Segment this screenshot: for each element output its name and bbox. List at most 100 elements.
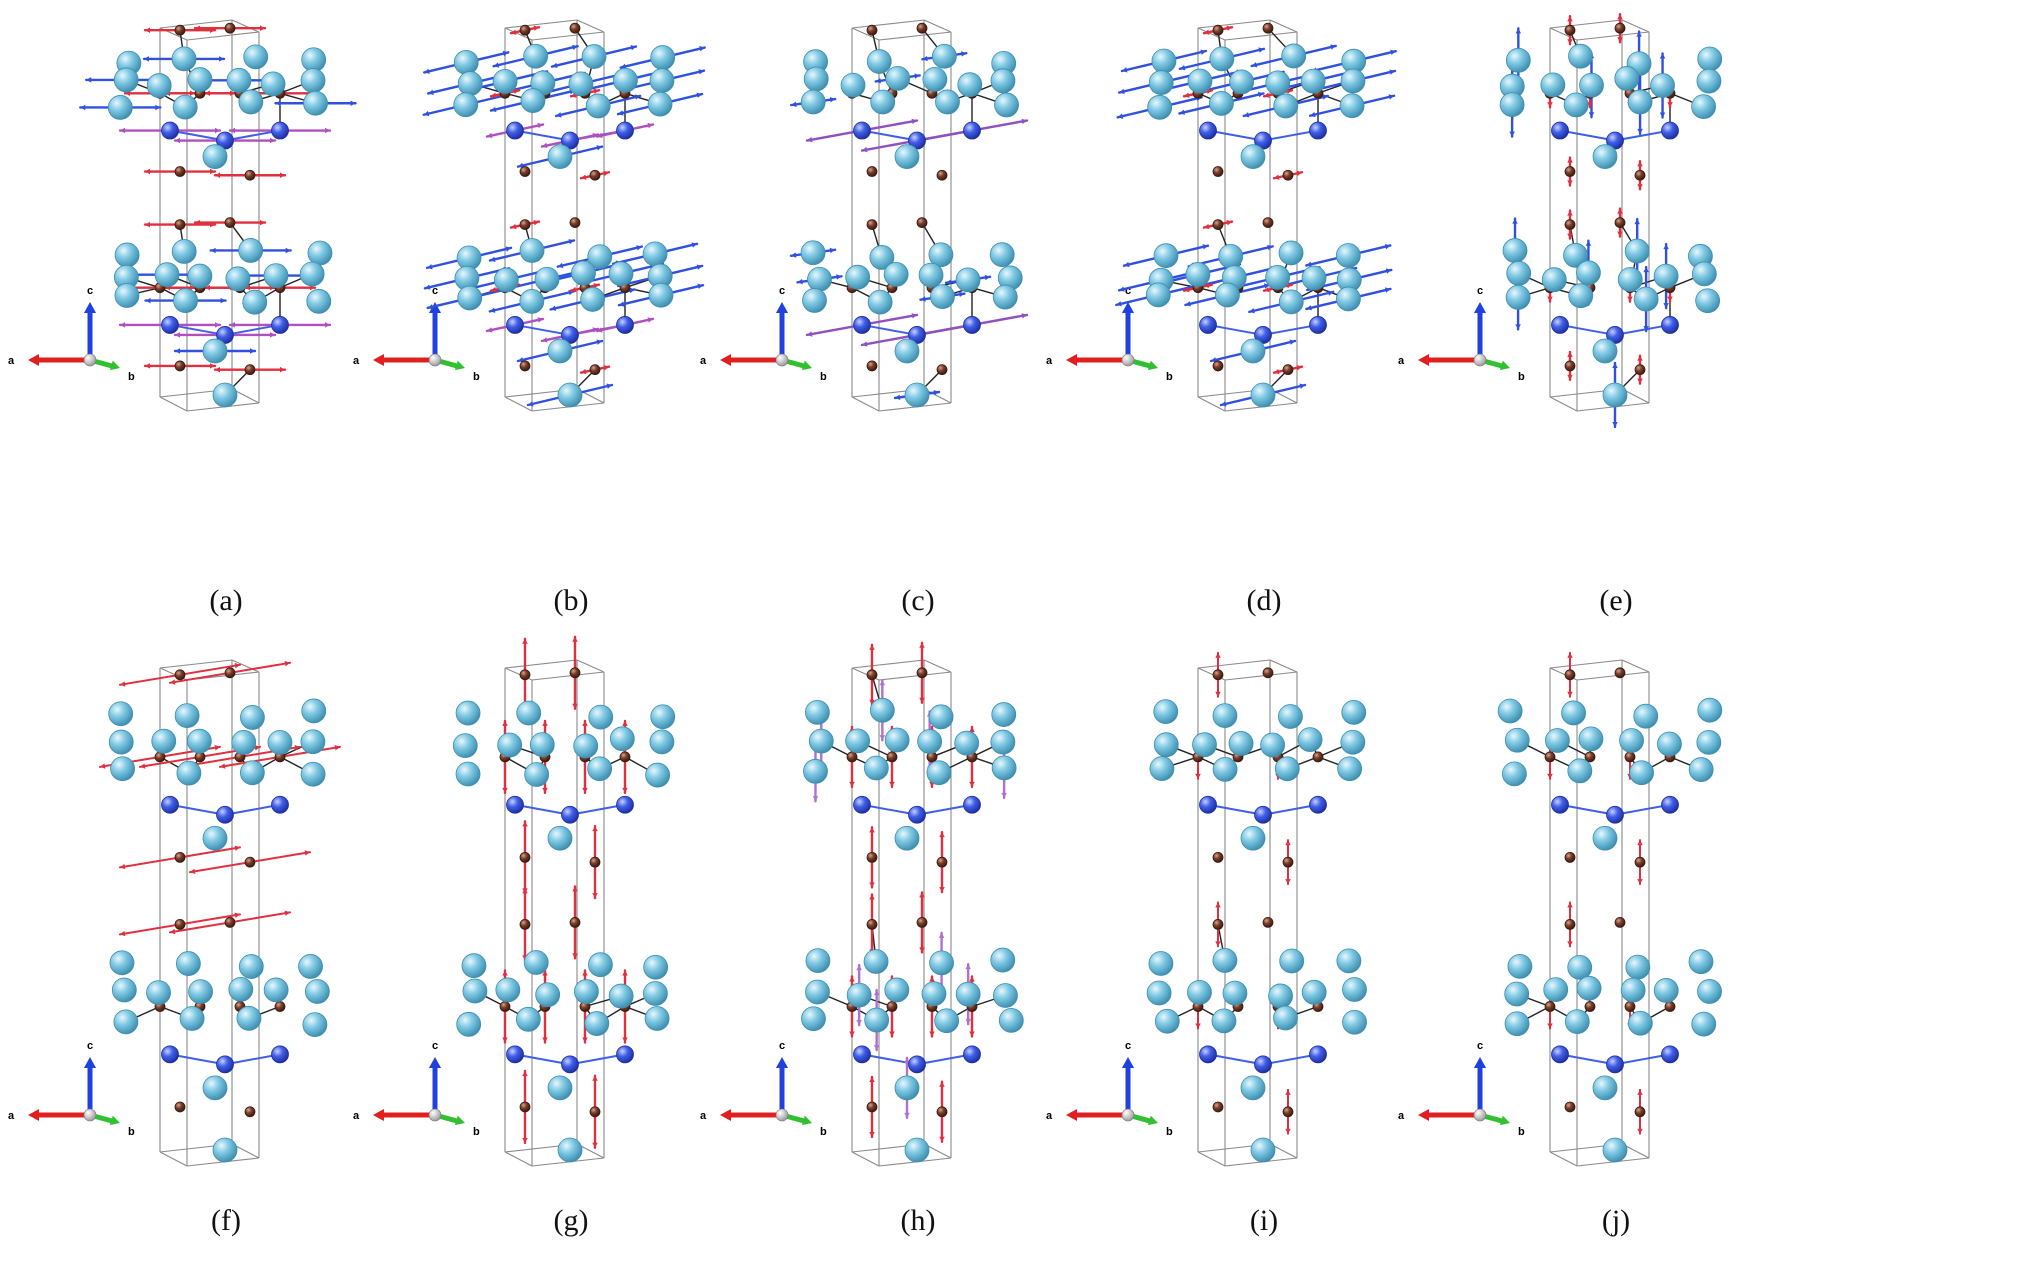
small-atom [1624,1001,1636,1012]
vector-arrowhead [542,337,548,343]
vector-arrowhead [849,781,855,787]
panels-layer: acb(a)acb(b)acb(c)acb(d)acb(e)acb(f)acb(… [8,12,1723,1237]
large-atom [547,825,573,851]
large-atom [990,729,1016,755]
axis-a-arrowhead [1066,1108,1077,1122]
vector-arrowhead [502,720,508,726]
vector-arrowhead [807,136,813,143]
panel-label-d: (d) [1247,584,1282,617]
vector-arrowhead [280,172,285,178]
bond [861,803,918,816]
vector-arrowhead [1124,261,1130,268]
medium-atom [1254,1055,1272,1074]
vector-arrowhead [502,1037,508,1043]
medium-atom [616,1045,634,1064]
axis-origin [775,353,789,367]
small-atom [1584,1001,1596,1012]
bond [1207,803,1264,816]
vector-arrowhead [592,893,598,899]
large-atom [650,704,676,730]
bond [169,323,226,336]
medium-atom [1551,795,1569,814]
bond [1262,129,1319,142]
large-atom [864,1007,890,1033]
large-atom [1153,732,1179,758]
axis-origin [83,353,97,367]
axis-a-arrowhead [1418,353,1429,367]
large-atom [515,1006,541,1032]
vector-arrowhead [234,662,240,669]
large-atom [1579,72,1604,98]
large-atom [1240,144,1266,170]
small-atom [619,751,631,763]
vector-arrowhead [1567,652,1573,658]
large-atom [212,382,238,408]
bond [514,323,571,336]
large-atom [1653,978,1679,1003]
vector-arrowhead [699,46,705,52]
small-atom [1282,364,1294,376]
small-atom [174,360,186,372]
bond [514,129,571,142]
large-atom [529,732,555,757]
small-atom [1564,24,1576,36]
bonds [474,738,658,1066]
bond [1262,1053,1319,1066]
vector-arrowhead [190,868,196,875]
vector-arrowhead [622,720,628,726]
small-atom [1634,856,1646,868]
large-atom [845,264,871,290]
small-atom [936,364,948,376]
vector-arrowhead [582,720,588,726]
vector-arrowhead [869,894,875,900]
cell-edge [1549,659,1623,669]
vector-arrowhead [522,638,528,644]
vector-arrowhead [1384,287,1391,293]
large-atom [922,66,948,92]
cell-edge [1197,27,1226,41]
small-atom [174,919,186,930]
small-atom [936,1106,948,1118]
vector-arrowhead [873,1045,880,1051]
large-atom [306,288,332,314]
vector-arrowhead [170,928,176,935]
vector-arrowhead [234,845,240,851]
vector-arrowhead [862,146,868,153]
vector-arrowhead [1184,92,1190,98]
small-atom [519,669,531,681]
vector-arrowhead [581,368,587,375]
large-atom [172,94,198,120]
panel-e: acb(e) [1398,12,1723,617]
large-atom [957,72,983,98]
bond [1559,1053,1616,1066]
vector-arrowhead [120,930,126,937]
vector-arrowhead [946,279,952,285]
large-atom [187,263,213,289]
vector-arrowhead [1119,286,1125,292]
panel-label-g: (g) [554,1204,589,1237]
vector-arrowhead [175,348,180,354]
axis-b-label: b [1166,1126,1173,1138]
small-atom [589,856,601,868]
large-atom [573,979,599,1004]
large-atom [954,730,980,756]
vector-arrowhead [1195,1023,1201,1029]
vector-arrowhead [1285,879,1291,885]
medium-atom [1661,316,1679,334]
vector-arrowhead [234,912,240,918]
vector-arrowhead [1547,102,1553,108]
vector-arrowhead [582,970,588,976]
medium-atom [1606,805,1624,824]
vector-arrowhead [542,142,548,149]
large-atom [991,755,1017,781]
cell-edge [531,31,605,41]
vector-arrowhead [1567,233,1573,239]
large-atom [917,729,943,754]
vector-arrowhead [250,348,255,354]
vector-arrowhead [622,787,628,793]
vector-arrowhead [812,796,819,802]
axis-b-arrowhead [1147,360,1158,371]
vector-arrowhead [1330,44,1336,50]
bond [1614,1053,1671,1066]
